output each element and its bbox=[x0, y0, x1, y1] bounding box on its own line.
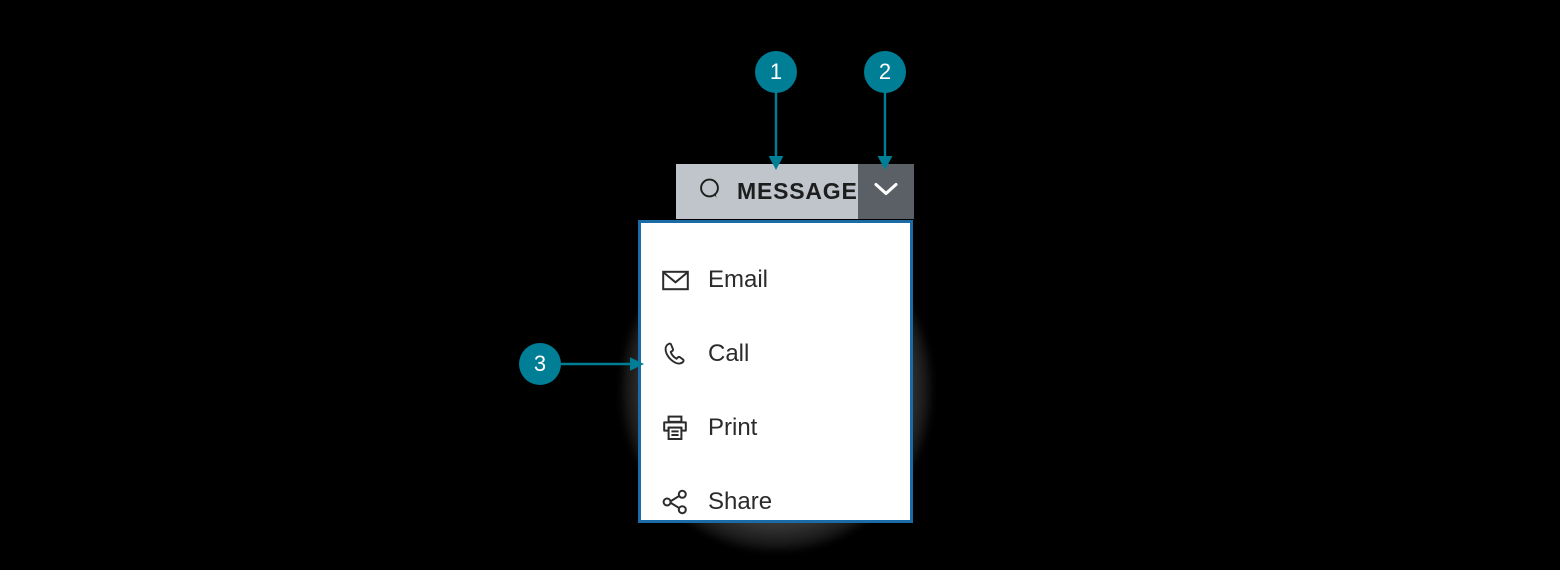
chevron-down-icon bbox=[873, 181, 899, 202]
callout-3-leader-line bbox=[552, 357, 644, 371]
dropdown-panel: Email Call bbox=[638, 220, 913, 523]
share-nodes-icon bbox=[659, 489, 691, 515]
callout-badge-2: 2 bbox=[864, 51, 906, 93]
callout-number: 3 bbox=[533, 351, 547, 376]
menu-item-call[interactable]: Call bbox=[641, 317, 910, 391]
menu-item-label: Print bbox=[708, 414, 758, 441]
menu-item-share[interactable]: Share bbox=[641, 465, 910, 539]
printer-icon bbox=[659, 415, 691, 441]
envelope-icon bbox=[659, 270, 691, 291]
callout-number: 1 bbox=[769, 59, 783, 84]
phone-icon bbox=[659, 341, 691, 367]
callout-number: 2 bbox=[878, 59, 892, 84]
callout-badge-1: 1 bbox=[755, 51, 797, 93]
callout-badge-3: 3 bbox=[519, 343, 561, 385]
menu-item-print[interactable]: Print bbox=[641, 391, 910, 465]
dropdown-menu-list: Email Call bbox=[641, 243, 910, 539]
split-button-label-text: MESSAGE bbox=[737, 178, 858, 204]
menu-item-label: Share bbox=[708, 488, 773, 515]
menu-item-label: Email bbox=[708, 266, 769, 293]
menu-item-email[interactable]: Email bbox=[641, 243, 910, 317]
menu-item-label: Call bbox=[708, 340, 750, 367]
chat-bubble-icon bbox=[698, 177, 723, 207]
